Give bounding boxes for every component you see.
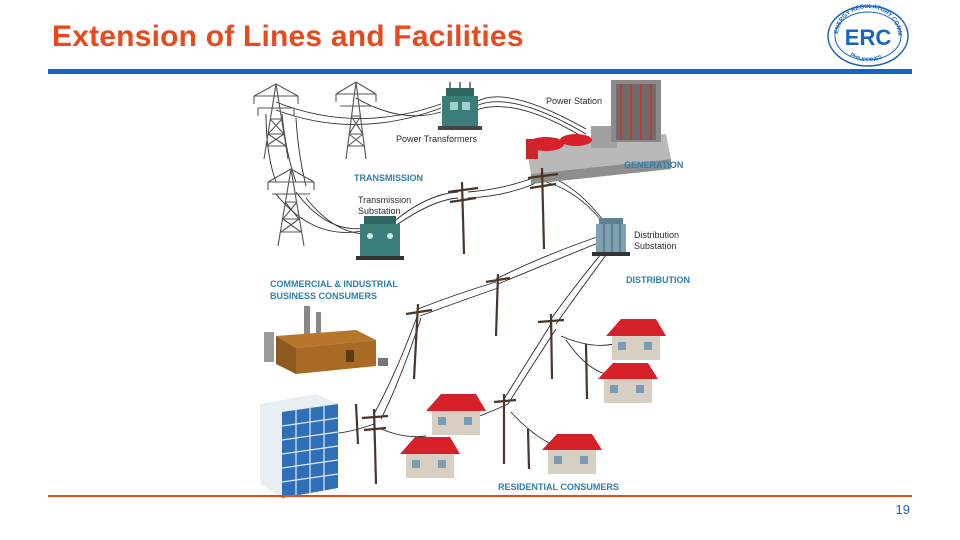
distribution-substation	[592, 218, 630, 256]
label-transmission-substation-1: Transmission	[358, 195, 411, 205]
transmission-substation	[356, 216, 404, 260]
utility-pole-icon	[356, 404, 358, 444]
power-distribution-diagram: Power Station Power Transformers GENERAT…	[246, 74, 702, 498]
label-residential: RESIDENTIAL CONSUMERS	[498, 482, 619, 492]
label-distribution-substation-2: Substation	[634, 241, 677, 251]
label-distribution: DISTRIBUTION	[626, 275, 690, 285]
power-transformers	[438, 82, 482, 130]
slide-title: Extension of Lines and Facilities	[52, 20, 524, 54]
utility-pole-icon	[586, 344, 587, 399]
label-distribution-substation-1: Distribution	[634, 230, 679, 240]
label-transmission: TRANSMISSION	[354, 173, 423, 183]
label-commercial-1: COMMERCIAL & INDUSTRIAL	[270, 279, 398, 289]
utility-pole-icon	[486, 274, 510, 336]
transmission-tower-icon	[254, 84, 298, 159]
page-number: 19	[880, 502, 910, 517]
office-building	[260, 394, 338, 498]
house-icon	[400, 437, 460, 478]
utility-pole-icon	[494, 394, 516, 464]
house-icon	[598, 363, 658, 403]
label-transmission-substation-2: Substation	[358, 206, 401, 216]
transmission-towers	[254, 82, 376, 246]
house-icon	[426, 394, 486, 435]
transmission-tower-icon	[336, 82, 376, 159]
label-commercial-2: BUSINESS CONSUMERS	[270, 291, 377, 301]
factory-building	[264, 306, 388, 374]
logo-erc-text: ERC	[845, 25, 892, 50]
house-icon	[606, 319, 666, 360]
utility-pole-icon	[406, 304, 432, 379]
utility-pole-icon	[528, 429, 529, 469]
house-icon	[542, 434, 602, 474]
houses	[400, 319, 666, 478]
utility-pole-icon	[538, 314, 564, 379]
label-power-station: Power Station	[546, 96, 602, 106]
transmission-tower-icon	[268, 169, 314, 246]
label-generation: GENERATION	[624, 160, 683, 170]
label-power-transformers: Power Transformers	[396, 134, 478, 144]
footer-divider	[48, 495, 912, 497]
utility-pole-icon	[362, 409, 388, 484]
erc-logo: ENERGY REGULATORY COMMISSION PHILIPPINES…	[824, 4, 912, 68]
